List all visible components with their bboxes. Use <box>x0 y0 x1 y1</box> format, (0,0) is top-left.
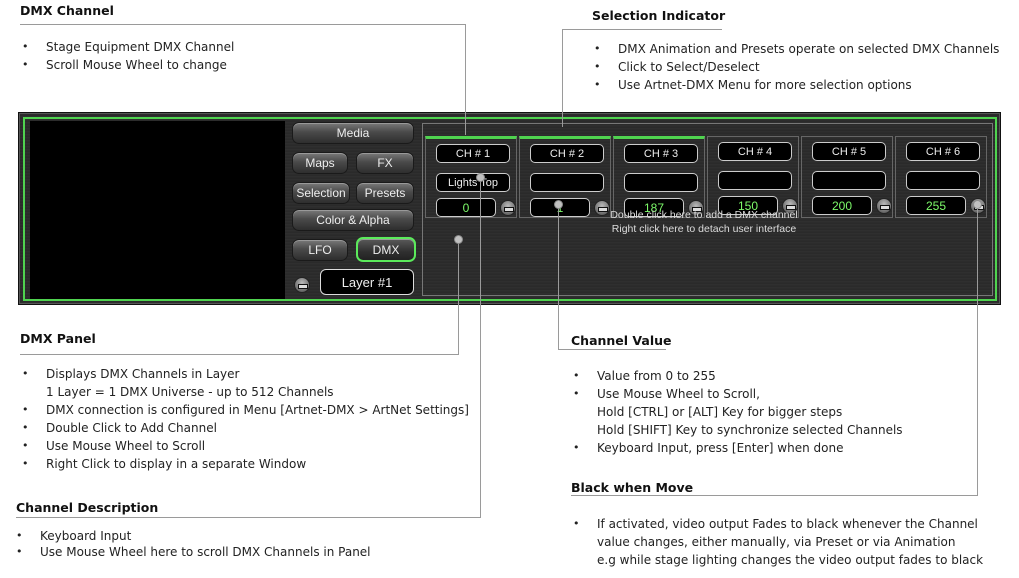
channel-description-field[interactable] <box>906 171 980 190</box>
callout-dot-black-when-move <box>973 200 982 209</box>
list-item-line: e.g while stage lighting changes the vid… <box>597 553 984 567</box>
list-item-line: value changes, either manually, via Pres… <box>597 535 956 549</box>
channel-value-field[interactable]: 255 <box>906 196 966 215</box>
layer-black-when-move-icon[interactable] <box>294 277 310 293</box>
channel-label[interactable]: CH # 2 <box>530 144 604 163</box>
list-item: Value from 0 to 255 <box>571 367 903 385</box>
list-item: Click to Select/Deselect <box>592 58 999 76</box>
callout-dot-channel-value <box>554 200 563 209</box>
lfo-button[interactable]: LFO <box>292 239 348 261</box>
channel-value-list: Value from 0 to 255 Use Mouse Wheel to S… <box>571 367 903 457</box>
channel-value-field[interactable]: 150 <box>718 196 778 215</box>
list-item: DMX Animation and Presets operate on sel… <box>592 40 999 58</box>
selection-indicator-heading: Selection Indicator <box>592 8 726 23</box>
dmx-button[interactable]: DMX <box>356 237 416 262</box>
channel-value-heading: Channel Value <box>571 333 672 348</box>
list-item: Scroll Mouse Wheel to change <box>20 56 234 74</box>
channel-description-field[interactable] <box>624 173 698 192</box>
dmx-channel-area[interactable]: CH # 1 Lights Top 0 CH # 2 1 CH # 3 187 … <box>422 123 993 296</box>
list-item-line: Displays DMX Channels in Layer <box>46 367 240 381</box>
black-when-move-icon[interactable] <box>500 200 516 216</box>
callout-line-channel-description <box>480 178 481 518</box>
layer-selection-frame <box>23 117 997 301</box>
channel-label[interactable]: CH # 3 <box>624 144 698 163</box>
black-when-move-icon[interactable] <box>594 200 610 216</box>
channel-label[interactable]: CH # 1 <box>436 144 510 163</box>
channel-description-list: Keyboard Input Use Mouse Wheel here to s… <box>14 528 371 560</box>
dmx-channel-5[interactable]: CH # 5 200 <box>801 136 893 218</box>
dmx-layer-panel: Media Maps FX Selection Presets Color & … <box>18 112 1001 305</box>
list-item-line: If activated, video output Fades to blac… <box>597 517 978 531</box>
channel-value-heading-rule <box>558 349 666 350</box>
dmx-channel-heading-rule <box>20 24 465 25</box>
list-item-line: Hold [SHIFT] Key to synchronize selected… <box>597 423 903 437</box>
dmx-channel-6[interactable]: CH # 6 255 <box>895 136 987 218</box>
channel-label[interactable]: CH # 4 <box>718 142 792 161</box>
callout-line-black-when-move <box>977 205 978 496</box>
callout-line-selection <box>562 29 563 127</box>
black-when-move-icon[interactable] <box>782 198 798 214</box>
dmx-channel-list: Stage Equipment DMX Channel Scroll Mouse… <box>20 38 234 74</box>
dmx-channel-heading: DMX Channel <box>20 3 114 18</box>
color-alpha-button[interactable]: Color & Alpha <box>292 209 414 231</box>
list-item-line: Hold [CTRL] or [ALT] Key for bigger step… <box>597 405 843 419</box>
dmx-panel-heading-rule <box>20 354 458 355</box>
channel-value-field[interactable]: 0 <box>436 198 496 217</box>
channel-description-field[interactable] <box>812 171 886 190</box>
selection-button[interactable]: Selection <box>292 182 350 204</box>
dmx-channel-2[interactable]: CH # 2 1 <box>519 136 611 218</box>
black-when-move-icon[interactable] <box>688 200 704 216</box>
panel-hint-add-channel: Double click here to add a DMX channel <box>610 209 798 221</box>
channel-label[interactable]: CH # 5 <box>812 142 886 161</box>
media-button[interactable]: Media <box>292 122 414 144</box>
channel-description-field[interactable] <box>530 173 604 192</box>
callout-line-channel-value <box>558 205 559 350</box>
black-when-move-list: If activated, video output Fades to blac… <box>571 515 983 569</box>
maps-button[interactable]: Maps <box>292 152 348 174</box>
selection-indicator-list: DMX Animation and Presets operate on sel… <box>592 40 999 94</box>
list-item-line: Use Mouse Wheel to Scroll, <box>597 387 760 401</box>
selection-indicator-heading-rule <box>562 29 722 30</box>
video-preview[interactable] <box>30 121 285 299</box>
list-item: If activated, video output Fades to blac… <box>571 515 983 569</box>
list-item: Keyboard Input, press [Enter] when done <box>571 439 903 457</box>
channel-description-field[interactable]: Lights Top <box>436 173 510 192</box>
callout-dot-channel-description <box>476 173 485 182</box>
channel-label[interactable]: CH # 6 <box>906 142 980 161</box>
list-item: Use Mouse Wheel here to scroll DMX Chann… <box>14 544 371 560</box>
list-item-line: 1 Layer = 1 DMX Universe - up to 512 Cha… <box>46 385 334 399</box>
panel-hint-detach: Right click here to detach user interfac… <box>611 223 797 235</box>
list-item: DMX connection is configured in Menu [Ar… <box>20 401 469 419</box>
presets-button[interactable]: Presets <box>356 182 414 204</box>
list-item: Use Mouse Wheel to Scroll <box>20 437 469 455</box>
dmx-channel-1[interactable]: CH # 1 Lights Top 0 <box>425 136 517 218</box>
dmx-panel-list: Displays DMX Channels in Layer 1 Layer =… <box>20 365 469 473</box>
list-item: Use Artnet-DMX Menu for more selection o… <box>592 76 999 94</box>
list-item: Double Click to Add Channel <box>20 419 469 437</box>
callout-dot-dmx-panel <box>454 235 463 244</box>
fx-button[interactable]: FX <box>356 152 414 174</box>
layer-name-field[interactable]: Layer #1 <box>320 269 414 295</box>
channel-description-field[interactable] <box>718 171 792 190</box>
dmx-channel-3[interactable]: CH # 3 187 <box>613 136 705 218</box>
channel-description-heading-rule <box>16 517 480 518</box>
black-when-move-heading: Black when Move <box>571 480 694 495</box>
list-item: Keyboard Input <box>14 528 371 544</box>
black-when-move-icon[interactable] <box>876 198 892 214</box>
black-when-move-heading-rule <box>571 495 977 496</box>
dmx-panel-heading: DMX Panel <box>20 331 96 346</box>
dmx-channel-4[interactable]: CH # 4 150 <box>707 136 799 218</box>
list-item: Displays DMX Channels in Layer 1 Layer =… <box>20 365 469 401</box>
channel-value-field[interactable]: 200 <box>812 196 872 215</box>
callout-line-dmx-channel <box>465 24 466 135</box>
list-item: Use Mouse Wheel to Scroll, Hold [CTRL] o… <box>571 385 903 439</box>
channel-description-heading: Channel Description <box>16 500 159 515</box>
list-item: Stage Equipment DMX Channel <box>20 38 234 56</box>
callout-line-dmx-panel <box>458 240 459 355</box>
list-item: Right Click to display in a separate Win… <box>20 455 469 473</box>
channel-value-field[interactable]: 187 <box>624 198 684 217</box>
